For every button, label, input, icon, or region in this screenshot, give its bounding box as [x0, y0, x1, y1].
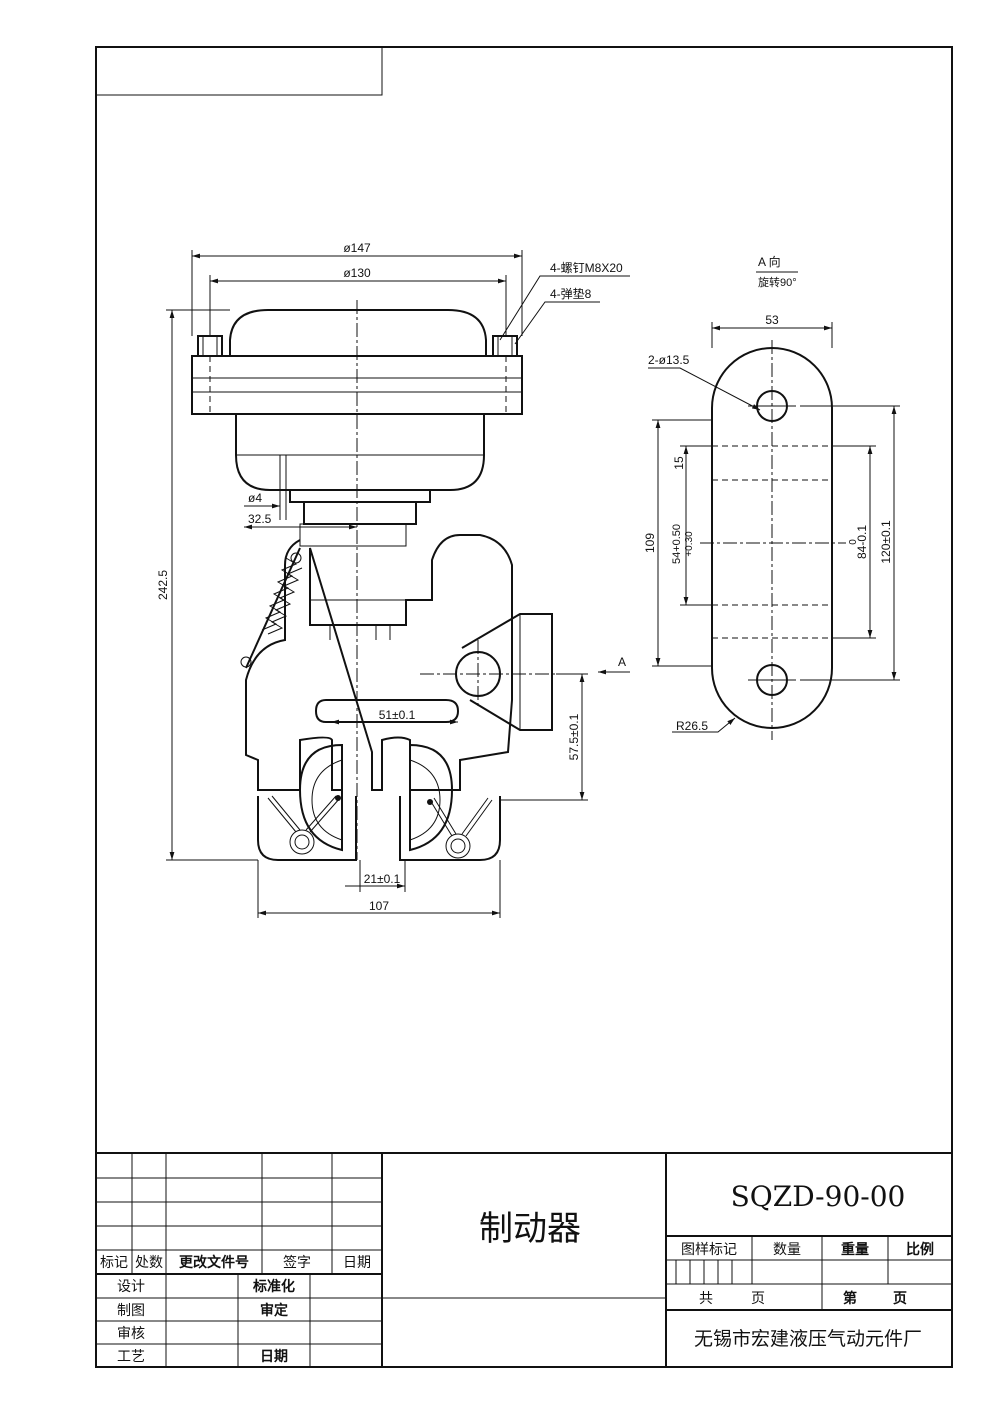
hdr-change-doc: 更改文件号 [179, 1254, 249, 1271]
dim-54-tol: +0.30 [684, 531, 695, 557]
hdr-sign: 签字 [283, 1254, 311, 1271]
pivot-lever [461, 613, 553, 731]
piston-neck [303, 501, 417, 525]
role-draft: 制图 [117, 1303, 145, 1319]
cylinder-body [235, 414, 485, 491]
hdr-count: 处数 [135, 1255, 163, 1271]
role-process: 工艺 [117, 1349, 145, 1365]
dim-15: 15 [672, 456, 686, 470]
caliper-body [245, 534, 513, 791]
brake-pad-left [298, 743, 343, 852]
title-block: 标记 处数 更改文件号 签字 日期 设计 标准化 制图 审定 审核 工艺 日期 … [96, 1152, 952, 1367]
brake-main-view [191, 300, 578, 861]
brake-pad-right [409, 743, 454, 852]
dim-d147: ø147 [343, 241, 371, 255]
info-scale: 比例 [906, 1241, 934, 1258]
dim-51: 51±0.1 [379, 708, 416, 722]
dim-242-5: 242.5 [156, 570, 170, 600]
dim-84: 84-0.1 [855, 525, 869, 559]
dim-57-5: 57.5±0.1 [567, 713, 581, 760]
dim-d130: ø130 [343, 266, 371, 280]
role-check: 审定 [260, 1302, 288, 1319]
view-a-subtitle: 旋转90° [758, 275, 797, 289]
cylinder-dome [229, 309, 487, 356]
sheet-total: 共 [699, 1291, 713, 1307]
role-review: 审核 [117, 1326, 145, 1342]
drawing-code: SQZD-90-00 [731, 1180, 906, 1213]
view-a-title: A 向 [758, 254, 781, 269]
factory-name: 无锡市宏建液压气动元件厂 [694, 1328, 922, 1350]
tension-spring [261, 557, 303, 635]
info-weight: 重量 [841, 1241, 869, 1258]
dim-53: 53 [765, 313, 779, 327]
dim-washers: 4-弹垫8 [550, 286, 592, 301]
hdr-date: 日期 [343, 1255, 371, 1271]
dim-r26-5: R26.5 [676, 719, 708, 733]
role-design: 设计 [117, 1279, 145, 1295]
dim-120: 120±0.1 [879, 520, 893, 564]
info-drawing-mark: 图样标记 [681, 1242, 737, 1258]
role-date: 日期 [260, 1349, 288, 1365]
lower-shoe-right [399, 796, 501, 861]
drawing-frame [95, 46, 953, 1368]
dim-21: 21±0.1 [364, 872, 401, 886]
dim-screws: 4-螺钉M8X20 [550, 261, 623, 275]
sheet-no: 第 [843, 1290, 857, 1307]
top-flange [191, 355, 523, 415]
dim-holes: 2-ø13.5 [648, 353, 690, 367]
role-standardize: 标准化 [252, 1278, 295, 1295]
sheet-no-unit: 页 [893, 1291, 907, 1307]
part-name: 制动器 [479, 1209, 581, 1249]
screw-right [492, 335, 518, 357]
dim-32-5: 32.5 [248, 512, 272, 526]
arrow-a-label: A [618, 655, 626, 669]
dim-84-tol: 0 [848, 539, 859, 545]
corner-code-box [95, 46, 383, 96]
sheet-total-unit: 页 [751, 1291, 765, 1307]
dim-109: 109 [643, 533, 657, 553]
info-quantity: 数量 [773, 1242, 801, 1258]
dim-107: 107 [369, 899, 389, 913]
lower-shoe-left [257, 796, 357, 861]
screw-left [197, 335, 223, 357]
dim-54: 54+0.50 [671, 524, 683, 564]
hdr-mark: 标记 [100, 1255, 128, 1271]
dim-d4: ø4 [248, 491, 262, 505]
view-a: A 向 旋转90° 53 2-ø13.5 109 15 [643, 254, 900, 740]
main-view-dimensions: ø147 ø130 4-螺钉M8X20 4-弹垫8 ø4 32.5 242.5 … [156, 241, 630, 918]
